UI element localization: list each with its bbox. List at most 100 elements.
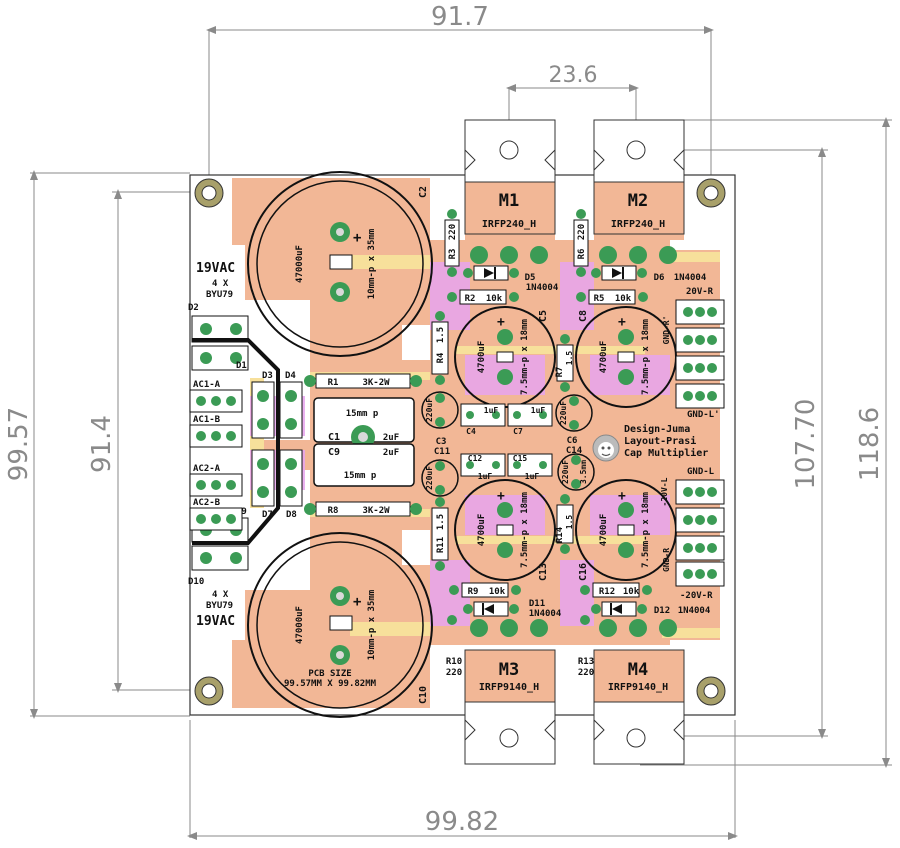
- c4-value: 1uF: [484, 406, 499, 415]
- c2-ref: C2: [418, 186, 429, 198]
- r12-value: 10k: [623, 587, 640, 597]
- c8-ref: C8: [578, 310, 589, 322]
- c1-ref: C1: [328, 432, 340, 443]
- pcb-size-value: 99.57MM X 99.82MM: [284, 679, 377, 689]
- capacitor-c7: [507, 403, 553, 427]
- c6-value: 220uF: [559, 401, 568, 425]
- capacitor-c2: +: [247, 171, 433, 357]
- credit-title: Cap Multiplier: [624, 447, 708, 459]
- dim-height-right-inner: 107.70: [791, 399, 821, 490]
- capacitor-c1: [313, 397, 415, 449]
- r8-ref: R8: [328, 506, 339, 516]
- ac-terminals: [189, 389, 243, 531]
- c15-ref: C15: [513, 454, 528, 463]
- ac1a-label: AC1-A: [193, 380, 221, 390]
- c2-size: 10mm-p x 35mm: [367, 228, 377, 299]
- c11-value: 220uF: [425, 466, 434, 490]
- m2-ref: M2: [628, 191, 648, 211]
- c10-ref: C10: [418, 686, 429, 704]
- diode-d5: [463, 265, 519, 281]
- c13-size: 7.5mm-p x 18mm: [520, 491, 530, 567]
- r9-ref: R9: [468, 587, 479, 597]
- r8-value: 3K-2W: [362, 506, 390, 516]
- resistor-r8: [304, 501, 422, 517]
- resistor-r11: [431, 497, 449, 571]
- dim-height-right-outer: 118.6: [855, 407, 885, 481]
- gndr-prime-label: GND-R': [662, 316, 671, 345]
- c2-value: 47000uF: [295, 245, 305, 283]
- svg-text:+: +: [497, 489, 505, 504]
- count-top-label: 4 X: [212, 279, 229, 289]
- lion-logo-icon: [592, 434, 620, 462]
- r9-value: 10k: [489, 587, 506, 597]
- dim-spacing-top: 23.6: [549, 63, 598, 88]
- m3-part: IRFP9140_H: [479, 682, 539, 693]
- r4-ref: R4: [436, 352, 446, 363]
- vac-top-label: 19VAC: [196, 261, 235, 276]
- d11-ref: D11: [529, 599, 545, 609]
- capacitor-c11: [421, 459, 459, 497]
- transistor-m2: [593, 119, 685, 264]
- transistor-m4: [593, 619, 685, 765]
- resistor-r9: [449, 582, 521, 598]
- c11-ref: C11: [434, 447, 450, 457]
- r3-value: 220: [448, 224, 458, 240]
- d4-ref: D4: [285, 371, 296, 381]
- c3-ref: C3: [436, 437, 447, 447]
- r2-value: 10k: [486, 294, 503, 304]
- c16-value: 4700uF: [599, 514, 609, 547]
- c16-ref: C16: [578, 563, 589, 581]
- m4-ref: M4: [628, 660, 648, 680]
- d12-part: 1N4004: [678, 606, 711, 616]
- pcb-size-title: PCB SIZE: [308, 669, 351, 679]
- d6-part: 1N4004: [674, 273, 707, 283]
- resistor-r5: [576, 289, 648, 305]
- c13-value: 4700uF: [477, 514, 487, 547]
- c8-size: 7.5mm-p x 18mm: [641, 318, 651, 394]
- svg-text:+: +: [353, 594, 361, 610]
- m20vr-label: -20V-R: [680, 591, 713, 601]
- c4-ref: C4: [466, 427, 476, 436]
- r11-ref: R11: [436, 537, 446, 553]
- svg-text:+: +: [353, 230, 361, 246]
- dim-width-top: 91.7: [431, 2, 489, 32]
- c6-ref: C6: [567, 436, 578, 446]
- r1-value: 3K-2W: [362, 378, 390, 388]
- d7-ref: D7: [262, 510, 273, 520]
- d6-ref: D6: [654, 273, 665, 283]
- m2-part: IRFP240_H: [611, 219, 665, 230]
- d11-part: 1N4004: [529, 609, 562, 619]
- resistor-r4: [431, 311, 449, 385]
- d12-ref: D12: [654, 606, 670, 616]
- r11-value: 1.5: [436, 514, 446, 530]
- d5-ref: D5: [525, 273, 536, 283]
- c1-value: 2uF: [383, 433, 399, 443]
- m1-ref: M1: [499, 191, 519, 211]
- r13-value: 220: [578, 668, 594, 678]
- c5-size: 7.5mm-p x 18mm: [520, 318, 530, 394]
- diode-d11: [463, 601, 519, 617]
- c7-ref: C7: [513, 427, 523, 436]
- capacitor-c4: [460, 403, 506, 427]
- r5-value: 10k: [615, 294, 632, 304]
- m1-part: IRFP240_H: [482, 219, 536, 230]
- rectifier-block: [191, 315, 303, 571]
- c9-value: 2uF: [383, 448, 399, 458]
- resistor-r10: [447, 615, 457, 625]
- ac2a-label: AC2-A: [193, 464, 221, 474]
- r1-ref: R1: [328, 378, 339, 388]
- d5-part: 1N4004: [526, 283, 559, 293]
- r10-ref: R10: [446, 657, 462, 667]
- gndl-prime-label: GND-L': [687, 410, 720, 420]
- r3-ref: R3: [448, 249, 458, 260]
- r14-ref: R14: [555, 526, 565, 543]
- c8-value: 4700uF: [599, 341, 609, 374]
- c1-size: 15mm p: [346, 409, 379, 419]
- vac-bottom-label: 19VAC: [196, 614, 235, 629]
- capacitor-c15: [507, 453, 553, 477]
- r13-ref: R13: [578, 657, 594, 667]
- d1-ref: D1: [236, 361, 247, 371]
- c5-value: 4700uF: [477, 341, 487, 374]
- dim-height-left-outer: 99.57: [4, 407, 34, 481]
- r6-ref: R6: [577, 249, 587, 260]
